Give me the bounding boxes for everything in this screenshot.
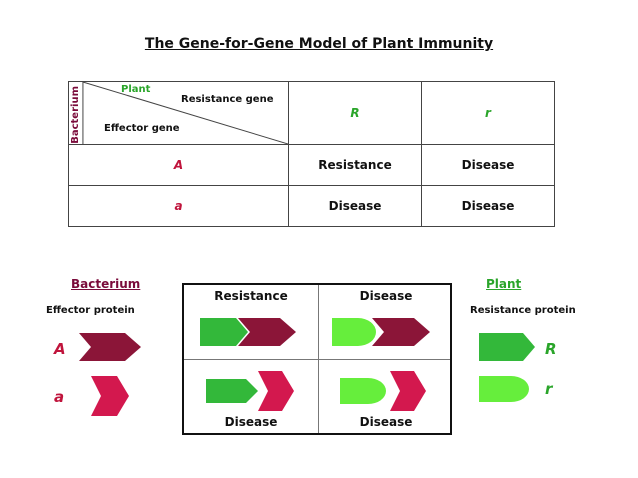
plant-title: Plant [486, 277, 522, 291]
resistance-protein-label: Resistance protein [470, 305, 576, 316]
row-header-A: A [68, 144, 289, 186]
outcome-bottom-left: Disease [224, 415, 278, 429]
interaction-r-a [340, 371, 426, 411]
resistance-r-shape [479, 376, 529, 402]
cell-a-r: Disease [421, 185, 555, 227]
allele-a-label: a [54, 388, 65, 406]
interaction-box: Resistance Disease Disease Disease [182, 283, 452, 435]
corner-resistance-gene-label: Resistance gene [181, 94, 274, 105]
col-header-r: r [421, 81, 555, 145]
effector-A-shape [79, 333, 141, 361]
corner-bacterium-label: Bacterium [70, 86, 81, 144]
outcome-bottom-right: Disease [359, 415, 413, 429]
gene-for-gene-table: Bacterium Plant Resistance gene Effector… [68, 81, 555, 227]
cell-a-R: Disease [288, 185, 422, 227]
cell-A-r: Disease [421, 144, 555, 186]
corner-effector-gene-label: Effector gene [104, 123, 180, 134]
outcome-top-left: Resistance [214, 289, 288, 303]
row-header-a: a [68, 185, 289, 227]
interaction-R-A [200, 318, 296, 346]
corner-plant-label: Plant [121, 84, 151, 95]
cell-A-R: Resistance [288, 144, 422, 186]
allele-r-label: r [545, 380, 553, 398]
outcome-top-right: Disease [359, 289, 413, 303]
bacterium-title: Bacterium [71, 277, 141, 291]
table-corner-cell: Bacterium Plant Resistance gene Effector… [68, 81, 289, 145]
allele-A-label: A [54, 340, 66, 358]
effector-protein-label: Effector protein [46, 305, 135, 316]
diagram-title: The Gene-for-Gene Model of Plant Immunit… [144, 36, 494, 52]
box-horizontal-divider [184, 359, 450, 360]
allele-R-label: R [545, 340, 557, 358]
interaction-R-a [206, 371, 294, 411]
col-header-R: R [288, 81, 422, 145]
effector-a-shape [91, 376, 129, 416]
corner-diagonal [82, 82, 288, 144]
interaction-r-A [332, 318, 430, 346]
resistance-R-shape [479, 333, 535, 361]
